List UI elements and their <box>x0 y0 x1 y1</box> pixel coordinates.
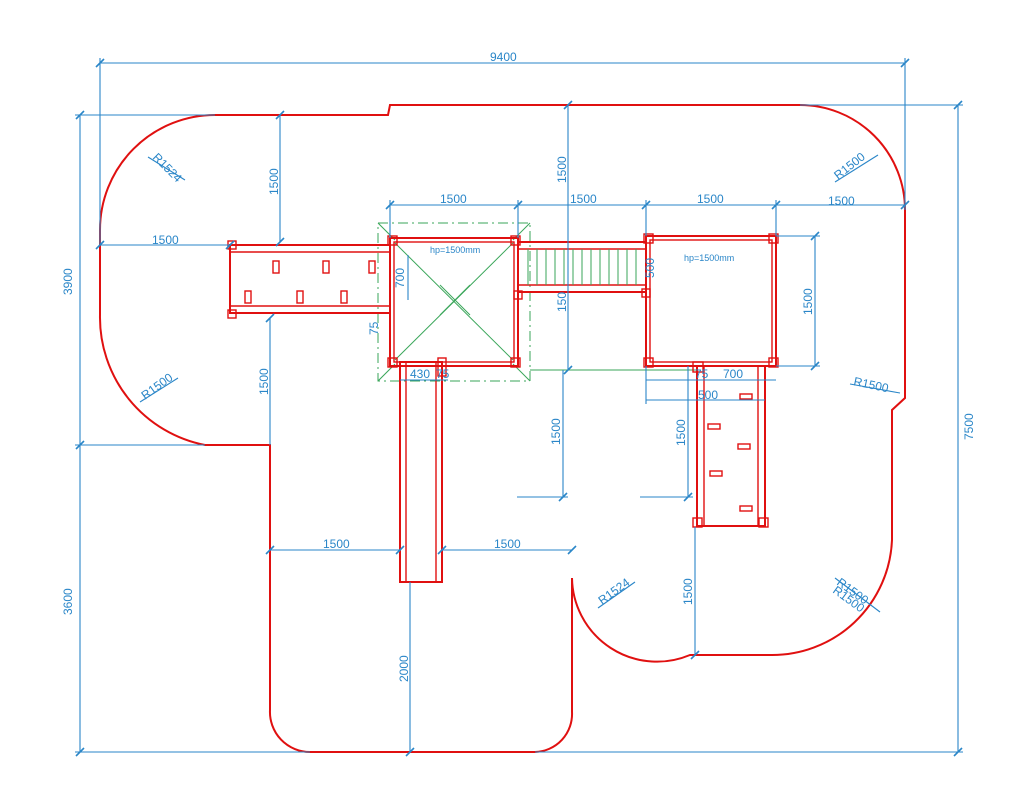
dim-430-label: 430 <box>410 367 430 381</box>
dim-bottom-left-label: 1500 <box>323 537 350 551</box>
radius-mid-left-label: R1500 <box>139 370 176 402</box>
post <box>768 357 779 368</box>
dim-slide-500-label: 500 <box>698 388 718 402</box>
post <box>227 309 237 319</box>
dim-slide-vertical: 1500 <box>640 366 693 502</box>
dim-platform2-width-label: 1500 <box>697 192 724 206</box>
dim-left-upper-label: 3900 <box>61 268 75 295</box>
dim-center-top-vertical: 1500 <box>555 100 573 238</box>
left-bridge <box>229 244 391 314</box>
dim-left-mid-vertical: 1500 <box>257 313 275 445</box>
radius-bottom-right: R1500 R1500 <box>830 575 881 615</box>
dim-overall-width-label: 9400 <box>490 50 517 64</box>
dim-slide-700-label: 700 <box>723 367 743 381</box>
bridge-slat <box>340 290 348 304</box>
dim-75-label: 75 <box>367 321 381 335</box>
platform1-diagonal <box>394 242 514 361</box>
radius-mid-right: R1500 <box>849 374 901 395</box>
platform1-height-label: hp=1500mm <box>430 245 480 255</box>
bridge-slat <box>296 290 304 304</box>
post <box>768 233 779 244</box>
dim-left-horizontal: 1500 <box>95 233 235 250</box>
dim-center-top-vertical-label: 1500 <box>555 156 569 183</box>
dim-bridge-vertical: 150 500 <box>555 238 657 375</box>
platform-2-inner <box>649 239 773 363</box>
dim-left-top-vertical: 1500 <box>267 110 285 247</box>
dim-ladder-75-label: 75 <box>436 367 450 381</box>
dim-center-lower-vertical-label: 1500 <box>549 418 563 445</box>
post <box>510 357 521 368</box>
bridge-slat <box>244 290 252 304</box>
dim-bottom-right-label: 1500 <box>494 537 521 551</box>
dim-right-bottom-vertical-label: 1500 <box>681 578 695 605</box>
bridge-slat <box>272 260 280 274</box>
post <box>387 357 398 368</box>
dim-bridge-150-label: 150 <box>555 292 569 312</box>
dim-700-label: 700 <box>393 268 407 288</box>
slide-slat <box>739 505 753 512</box>
dim-platform1-small: 700 75 <box>367 255 409 335</box>
post <box>643 357 654 368</box>
bridge-slat <box>368 260 376 274</box>
platform2-height-label: hp=1500mm <box>684 253 734 263</box>
post <box>510 235 521 246</box>
dim-left-mid-vertical-label: 1500 <box>257 368 271 395</box>
platform-1-inner <box>393 241 515 363</box>
radius-bottom-center-label: R1524 <box>596 575 633 607</box>
dim-platform1-width-label: 1500 <box>440 192 467 206</box>
radius-top-left: R1524 <box>147 150 186 185</box>
slide-slat <box>739 393 753 400</box>
dim-overall-height: 7500 <box>535 100 976 757</box>
platform-1 <box>389 237 519 367</box>
radius-mid-left: R1500 <box>139 370 179 403</box>
radius-bottom-center: R1524 <box>596 575 636 609</box>
platform1-guide-box <box>377 222 531 382</box>
dim-left-horizontal-label: 1500 <box>152 233 179 247</box>
dim-right-bottom-vertical: 1500 <box>681 527 700 660</box>
slide-slat <box>707 423 721 430</box>
dim-slide-vertical-label: 1500 <box>674 419 688 446</box>
post <box>513 290 523 300</box>
dim-slide-75-label: 75 <box>695 367 709 381</box>
post <box>758 517 769 528</box>
post <box>387 235 398 246</box>
post <box>643 233 654 244</box>
bridge-slat <box>322 260 330 274</box>
post <box>437 357 447 377</box>
dim-ladder: 430 75 <box>400 367 450 381</box>
dim-platform2-height-label: 1500 <box>801 288 815 315</box>
ladder <box>399 361 443 583</box>
radius-top-right: R1500 <box>831 149 879 183</box>
dim-platform-row: 1500 1500 1500 1500 <box>385 192 910 238</box>
dim-left-heights: 3900 3600 <box>61 110 310 757</box>
dim-bottom-horizontals: 1500 1500 <box>265 537 577 555</box>
slide <box>696 365 766 527</box>
dim-platform2-height: 1500 <box>776 231 820 371</box>
dim-bottom-vertical-label: 2000 <box>397 655 411 682</box>
post <box>692 517 703 528</box>
dim-left-lower-label: 3600 <box>61 588 75 615</box>
dim-right-horizontal-label: 1500 <box>828 194 855 208</box>
radius-mid-right-label: R1500 <box>852 374 890 395</box>
dim-bottom-vertical: 2000 <box>397 582 415 757</box>
dim-bridge-500-label: 500 <box>643 258 657 278</box>
radius-top-left-label: R1524 <box>150 150 185 185</box>
dim-left-top-vertical-label: 1500 <box>267 168 281 195</box>
dim-slide-top: 75 700 500 <box>645 366 776 404</box>
safety-zone-outline <box>98 104 906 754</box>
radius-top-right-label: R1500 <box>831 149 868 182</box>
post <box>692 361 704 373</box>
slide-slat <box>737 443 751 450</box>
stair-steps <box>527 249 637 285</box>
dim-overall-height-label: 7500 <box>962 413 976 440</box>
dim-bridge-width-label: 1500 <box>570 192 597 206</box>
slide-slat <box>709 470 723 477</box>
dim-center-lower-vertical: 1500 <box>517 370 568 502</box>
dim-overall-width: 9400 <box>95 50 910 245</box>
